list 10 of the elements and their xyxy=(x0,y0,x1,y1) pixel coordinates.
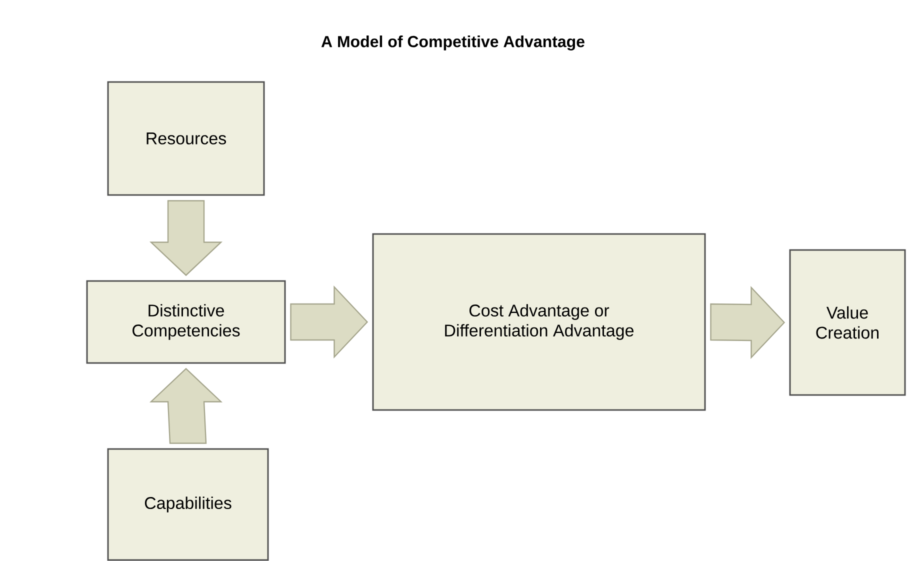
process-box: Capabilities xyxy=(107,448,269,561)
block-arrow xyxy=(150,368,223,444)
process-box: Cost Advantage or Differentiation Advantage xyxy=(372,233,706,411)
process-box: Value Creation xyxy=(789,249,906,396)
block-arrow xyxy=(710,286,786,359)
title: A Model of Competitive Advantage xyxy=(321,36,584,50)
block-arrow xyxy=(290,285,368,358)
process-box: Resources xyxy=(107,81,265,196)
process-box: Distinctive Competencies xyxy=(86,280,286,364)
block-arrow xyxy=(150,200,223,276)
